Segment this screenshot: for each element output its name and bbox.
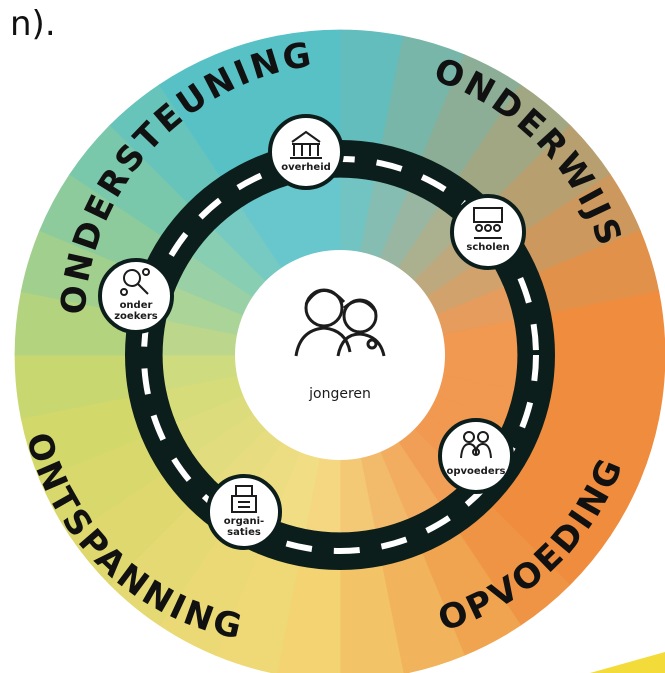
node-label: overheid: [281, 162, 331, 173]
node-label: saties: [227, 527, 261, 538]
yellow-accent-shape: [590, 652, 665, 673]
node-organisaties: organi-saties: [206, 474, 282, 550]
organization-icon: [231, 485, 257, 513]
government-building-icon: [290, 130, 322, 159]
stakeholder-nodes: overheid scholen opvoeders organi-saties ond…: [98, 114, 526, 550]
node-circle: [268, 114, 344, 190]
node-label: scholen: [466, 242, 509, 253]
inner-color-wedges: [162, 177, 518, 533]
cropped-text-fragment: n).: [10, 4, 56, 44]
node-label: opvoeders: [446, 466, 505, 477]
node-opvoeders: opvoeders: [438, 418, 514, 494]
node-overheid: overheid: [268, 114, 344, 190]
node-scholen: scholen: [450, 194, 526, 270]
family-icon: [460, 431, 492, 459]
node-label: organi-: [224, 516, 264, 527]
classroom-icon: [473, 207, 503, 239]
young-people-icon: [294, 288, 386, 357]
node-label: onder: [120, 300, 153, 311]
center-label: jongeren: [308, 386, 371, 402]
research-icon: [120, 268, 150, 296]
node-circle: [98, 258, 174, 334]
center-disc: [235, 250, 445, 460]
node-label: zoekers: [114, 311, 158, 322]
